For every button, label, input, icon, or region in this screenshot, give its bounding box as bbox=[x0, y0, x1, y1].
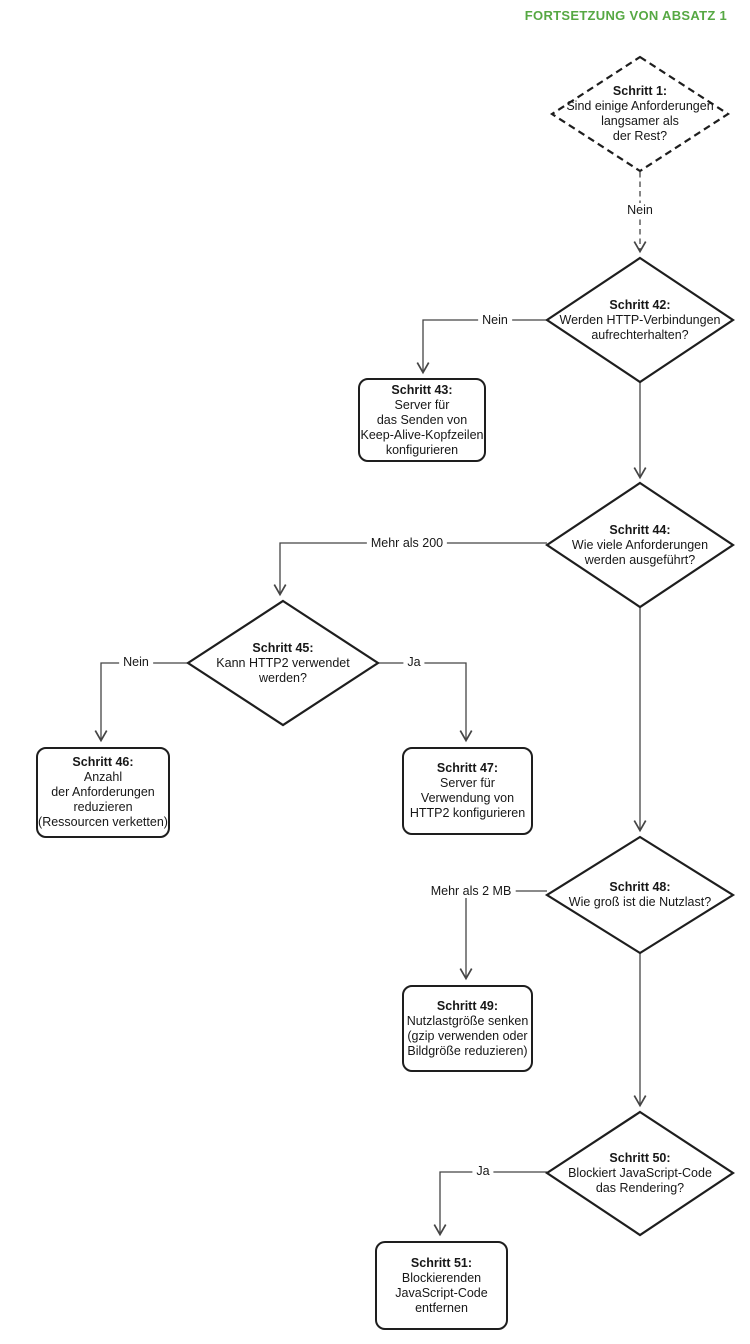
node-step49-title: Schritt 49: bbox=[436, 998, 499, 1013]
node-step46-body: Anzahl der Anforderungen reduzieren (Res… bbox=[38, 770, 168, 829]
node-step47: Schritt 47: Server für Verwendung von HT… bbox=[402, 747, 533, 835]
node-step44: Schritt 44: Wie viele Anforderungen werd… bbox=[547, 483, 733, 607]
page-title: FORTSETZUNG VON ABSATZ 1 bbox=[524, 8, 727, 23]
edge-label-mehr-als-2mb: Mehr als 2 MB bbox=[426, 884, 516, 898]
node-step42-title: Schritt 42: bbox=[609, 297, 671, 312]
node-step1-body: Sind einige Anforderungen langsamer als … bbox=[566, 99, 714, 143]
node-step48: Schritt 48: Wie groß ist die Nutzlast? bbox=[547, 837, 733, 953]
edge-step44-to-step45 bbox=[273, 542, 547, 597]
edge-step42-to-step43 bbox=[416, 319, 547, 375]
node-step44-body: Wie viele Anforderungen werden ausgeführ… bbox=[571, 537, 709, 567]
decision-step50-shape bbox=[545, 1110, 735, 1237]
node-step45-title: Schritt 45: bbox=[252, 640, 314, 655]
node-step51-title: Schritt 51: bbox=[410, 1255, 473, 1270]
edge-step48-to-step49 bbox=[459, 890, 547, 981]
edge-step45-to-step47 bbox=[378, 662, 473, 743]
node-step42-body: Werden HTTP-Verbindungen aufrechterhalte… bbox=[559, 312, 721, 342]
node-step46: Schritt 46: Anzahl der Anforderungen red… bbox=[36, 747, 170, 838]
node-step50-body: Blockiert JavaScript-Code das Rendering? bbox=[568, 1166, 712, 1195]
edge-label-ja-step50: Ja bbox=[472, 1164, 494, 1178]
decision-step1-shape bbox=[549, 55, 731, 173]
node-step42: Schritt 42: Werden HTTP-Verbindungen auf… bbox=[547, 258, 733, 382]
edge-step50-to-step51 bbox=[433, 1171, 547, 1237]
decision-step45-shape bbox=[185, 599, 381, 727]
edge-label-ja-step45: Ja bbox=[403, 655, 425, 669]
edge-label-mehr-als-200: Mehr als 200 bbox=[366, 536, 448, 550]
node-step43-title: Schritt 43: bbox=[391, 382, 453, 397]
node-step1: Schritt 1: Sind einige Anforderungen lan… bbox=[552, 57, 728, 171]
node-step48-body: Wie groß ist die Nutzlast? bbox=[568, 895, 712, 909]
node-step50-title: Schritt 50: bbox=[609, 1151, 671, 1165]
node-step1-title: Schritt 1: bbox=[612, 84, 668, 98]
edge-label-nein-step42: Nein bbox=[478, 313, 512, 327]
node-step45-body: Kann HTTP2 verwendet werden? bbox=[216, 655, 350, 685]
node-step43-body: Server für das Senden von Keep-Alive-Kop… bbox=[360, 397, 484, 457]
node-step49: Schritt 49: Nutzlastgröße senken (gzip v… bbox=[402, 985, 533, 1072]
decision-step44-shape bbox=[545, 481, 735, 609]
node-step51: Schritt 51: Blockierenden JavaScript-Cod… bbox=[375, 1241, 508, 1330]
node-step47-body: Server für Verwendung von HTTP2 konfigur… bbox=[409, 776, 526, 820]
node-step49-body: Nutzlastgröße senken (gzip verwenden ode… bbox=[406, 1013, 529, 1058]
node-step46-title: Schritt 46: bbox=[72, 755, 134, 769]
edge-label-nein-step45: Nein bbox=[119, 655, 153, 669]
edge-label-nein-step1: Nein bbox=[623, 203, 657, 217]
node-step51-body: Blockierenden JavaScript-Code entfernen bbox=[395, 1270, 488, 1315]
decision-step42-shape bbox=[545, 256, 735, 384]
node-step50: Schritt 50: Blockiert JavaScript-Code da… bbox=[547, 1112, 733, 1235]
node-step48-title: Schritt 48: bbox=[609, 880, 671, 894]
edge-step45-to-step46 bbox=[94, 662, 188, 743]
node-step43: Schritt 43: Server für das Senden von Ke… bbox=[358, 378, 486, 462]
decision-step48-shape bbox=[544, 835, 736, 955]
node-step45: Schritt 45: Kann HTTP2 verwendet werden? bbox=[188, 601, 378, 725]
node-step44-title: Schritt 44: bbox=[609, 522, 671, 537]
node-step47-title: Schritt 47: bbox=[436, 761, 499, 775]
